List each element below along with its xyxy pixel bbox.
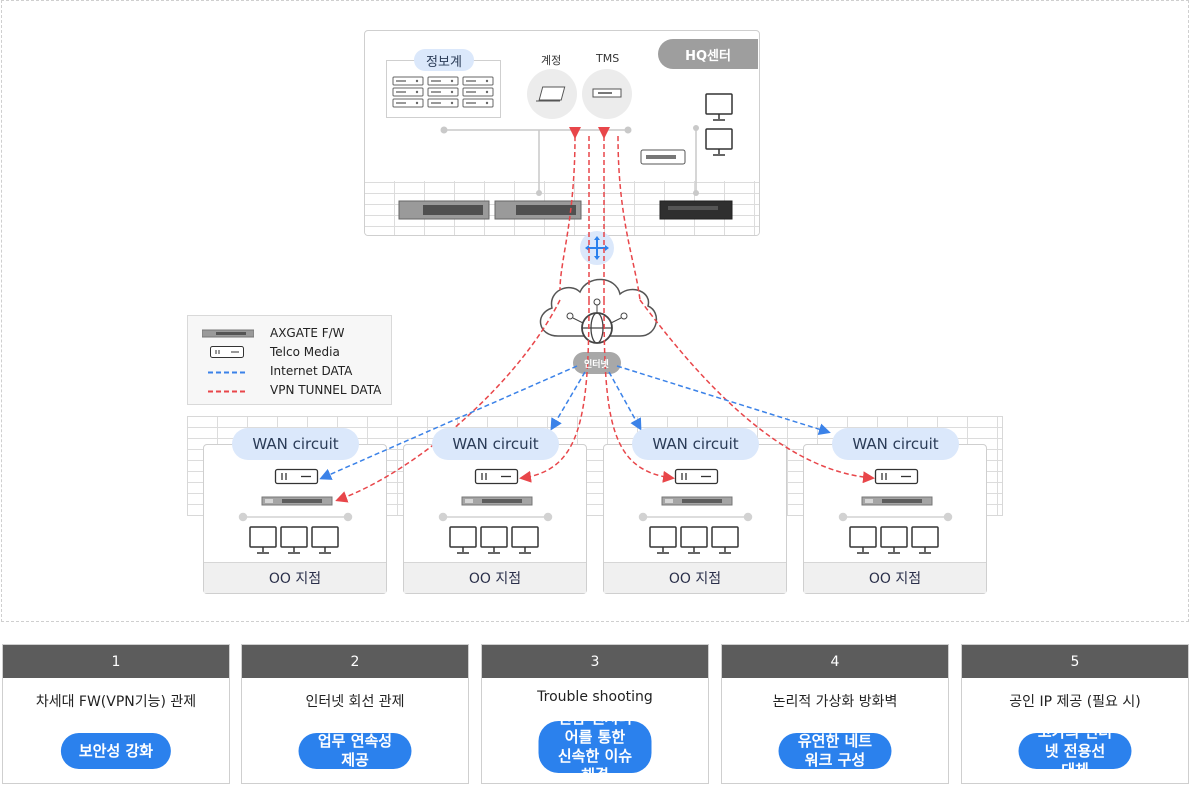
legend-label: VPN TUNNEL DATA bbox=[270, 383, 382, 397]
card-benefit-button[interactable]: 유연한 네트워크 구성 bbox=[778, 732, 892, 769]
card-number: 1 bbox=[3, 645, 229, 678]
card-benefit-button[interactable]: 보안성 강화 bbox=[60, 733, 172, 769]
feature-card: 1 차세대 FW(VPN기능) 관제 보안성 강화 bbox=[2, 644, 230, 784]
internet-badge bbox=[573, 352, 621, 374]
tms-label: TMS bbox=[596, 52, 620, 65]
feature-cards: 1 차세대 FW(VPN기능) 관제 보안성 강화 2 인터넷 회선 관제 업무… bbox=[0, 644, 1191, 785]
feature-card: 5 공인 IP 제공 (필요 시) 고가의 인터넷 전용선 대체 bbox=[961, 644, 1189, 784]
card-number: 4 bbox=[722, 645, 948, 678]
hq-firewall-icon bbox=[398, 200, 733, 220]
card-number: 3 bbox=[482, 645, 708, 678]
feature-card: 2 인터넷 회선 관제 업무 연속성 제공 bbox=[241, 644, 469, 784]
telco-media-icon bbox=[210, 346, 244, 358]
card-benefit-button[interactable]: 고가의 인터넷 전용선 대체 bbox=[1018, 723, 1132, 779]
legend-item: AXGATE F/W bbox=[188, 325, 393, 343]
tms-device-icon bbox=[592, 88, 622, 98]
feature-card: 3 Trouble shooting 전담 엔지니어를 통한 신속한 이슈 해결 bbox=[481, 644, 709, 784]
branch-office: OO 지점 bbox=[803, 444, 987, 594]
branch-equipment bbox=[261, 468, 933, 506]
card-description: 공인 IP 제공 (필요 시) bbox=[1009, 694, 1141, 710]
firewall-icon bbox=[202, 329, 254, 338]
legend-item: Telco Media bbox=[188, 344, 393, 362]
wan-circuit-label: WAN circuit bbox=[832, 428, 959, 460]
branch-monitors bbox=[249, 526, 939, 554]
branch-name: OO 지점 bbox=[404, 562, 586, 593]
account-label: 계정 bbox=[541, 54, 562, 67]
hq-badge: HQ센터 bbox=[658, 39, 758, 69]
card-description: 논리적 가상화 방화벽 bbox=[772, 694, 898, 710]
hq-network-bus bbox=[440, 125, 699, 196]
info-label: 정보계 bbox=[414, 49, 474, 71]
card-description: 차세대 FW(VPN기능) 관제 bbox=[35, 694, 197, 710]
monitor-icon bbox=[705, 128, 733, 156]
diagram-frame bbox=[1, 0, 1189, 622]
legend-label: Telco Media bbox=[270, 345, 340, 359]
legend-item: VPN TUNNEL DATA bbox=[188, 382, 393, 400]
vpn-line-icon bbox=[208, 390, 248, 393]
internet-line-icon bbox=[208, 371, 248, 374]
legend: AXGATE F/W Telco Media Internet DATA VPN… bbox=[187, 315, 392, 405]
card-number: 5 bbox=[962, 645, 1188, 678]
branch-name: OO 지점 bbox=[804, 562, 986, 593]
branch-bus bbox=[238, 512, 953, 522]
laptop-icon bbox=[536, 86, 566, 102]
branch-name: OO 지점 bbox=[204, 562, 386, 593]
wan-circuit-label: WAN circuit bbox=[632, 428, 759, 460]
legend-label: AXGATE F/W bbox=[270, 326, 345, 340]
router-icon bbox=[580, 231, 614, 265]
diagram-graphics bbox=[238, 69, 953, 554]
network-diagram: HQ센터 정보계 계정 TMS AXGATE F/W Telco Media I bbox=[1, 0, 1189, 622]
monitor-icon bbox=[705, 93, 733, 121]
wan-circuit-label: WAN circuit bbox=[232, 428, 359, 460]
internet-data-lines bbox=[319, 365, 831, 480]
telco-media-icon bbox=[640, 149, 686, 165]
vpn-tunnel-lines bbox=[335, 126, 875, 503]
wan-circuit-label: WAN circuit bbox=[432, 428, 559, 460]
server-rack-icons bbox=[392, 76, 494, 108]
card-description: Trouble shooting bbox=[537, 689, 653, 705]
card-number: 2 bbox=[242, 645, 468, 678]
card-benefit-button[interactable]: 전담 엔지니어를 통한 신속한 이슈 해결 bbox=[538, 709, 652, 784]
internet-label: 인터넷 bbox=[584, 360, 609, 370]
branch-name: OO 지점 bbox=[604, 562, 786, 593]
card-description: 인터넷 회선 관제 bbox=[305, 694, 405, 710]
card-benefit-button[interactable]: 업무 연속성 제공 bbox=[298, 732, 412, 769]
feature-card: 4 논리적 가상화 방화벽 유연한 네트워크 구성 bbox=[721, 644, 949, 784]
legend-label: Internet DATA bbox=[270, 364, 353, 378]
legend-item: Internet DATA bbox=[188, 363, 393, 381]
